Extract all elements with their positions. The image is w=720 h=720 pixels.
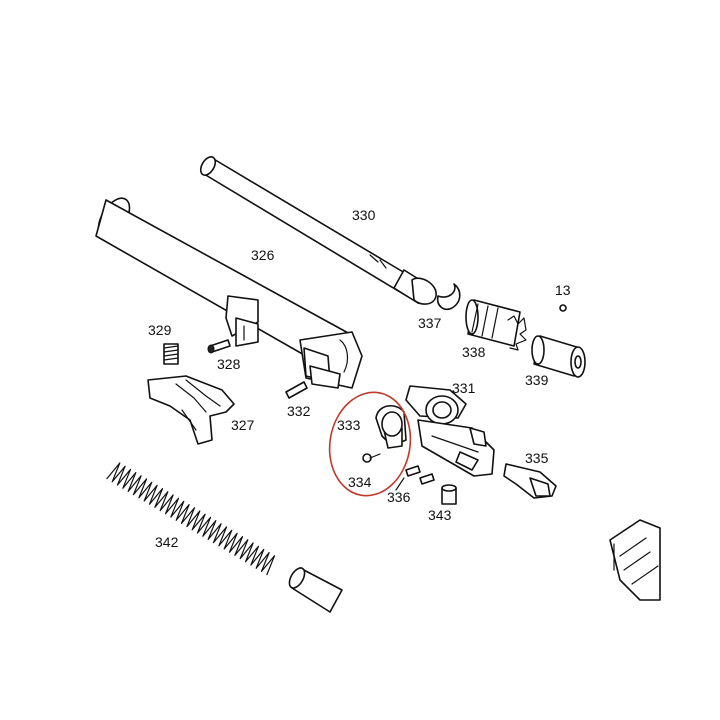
label-343: 343 [428, 507, 452, 523]
label-342: 342 [155, 534, 179, 550]
label-332: 332 [287, 403, 311, 419]
part-343-bushing [441, 484, 457, 505]
part-326-outer-barrel [95, 197, 363, 389]
leader-336 [395, 477, 405, 491]
label-13: 13 [555, 282, 571, 298]
part-331-hop-unit [405, 385, 495, 477]
part-339-rubber [531, 335, 586, 378]
label-337: 337 [418, 315, 442, 331]
part-332-pin [285, 381, 308, 399]
part-330-inner-barrel [199, 156, 437, 305]
label-334: 334 [348, 474, 372, 490]
lower-tube [288, 567, 343, 613]
part-336-pins [405, 465, 435, 485]
label-327: 327 [231, 417, 255, 433]
part-334-screw [362, 453, 381, 463]
label-339: 339 [525, 372, 549, 388]
label-329: 329 [148, 322, 172, 338]
part-327-lever [147, 375, 235, 445]
label-331: 331 [452, 380, 476, 396]
highlight-circle [328, 391, 412, 497]
part-342-recoil-spring [106, 462, 276, 576]
part-335-lever [503, 463, 557, 499]
part-13-small-ring [559, 304, 567, 312]
label-335: 335 [525, 450, 549, 466]
label-333: 333 [337, 417, 361, 433]
part-328-pin [207, 339, 231, 354]
label-338: 338 [462, 344, 486, 360]
label-326: 326 [251, 247, 275, 263]
label-330: 330 [352, 207, 376, 223]
frame-part-edge [609, 519, 661, 601]
part-338-hop-chamber [465, 299, 527, 351]
label-336: 336 [387, 489, 411, 505]
part-333-clamp [375, 405, 407, 449]
part-329-spring [163, 343, 179, 365]
part-337-clip [436, 283, 461, 311]
label-328: 328 [217, 356, 241, 372]
